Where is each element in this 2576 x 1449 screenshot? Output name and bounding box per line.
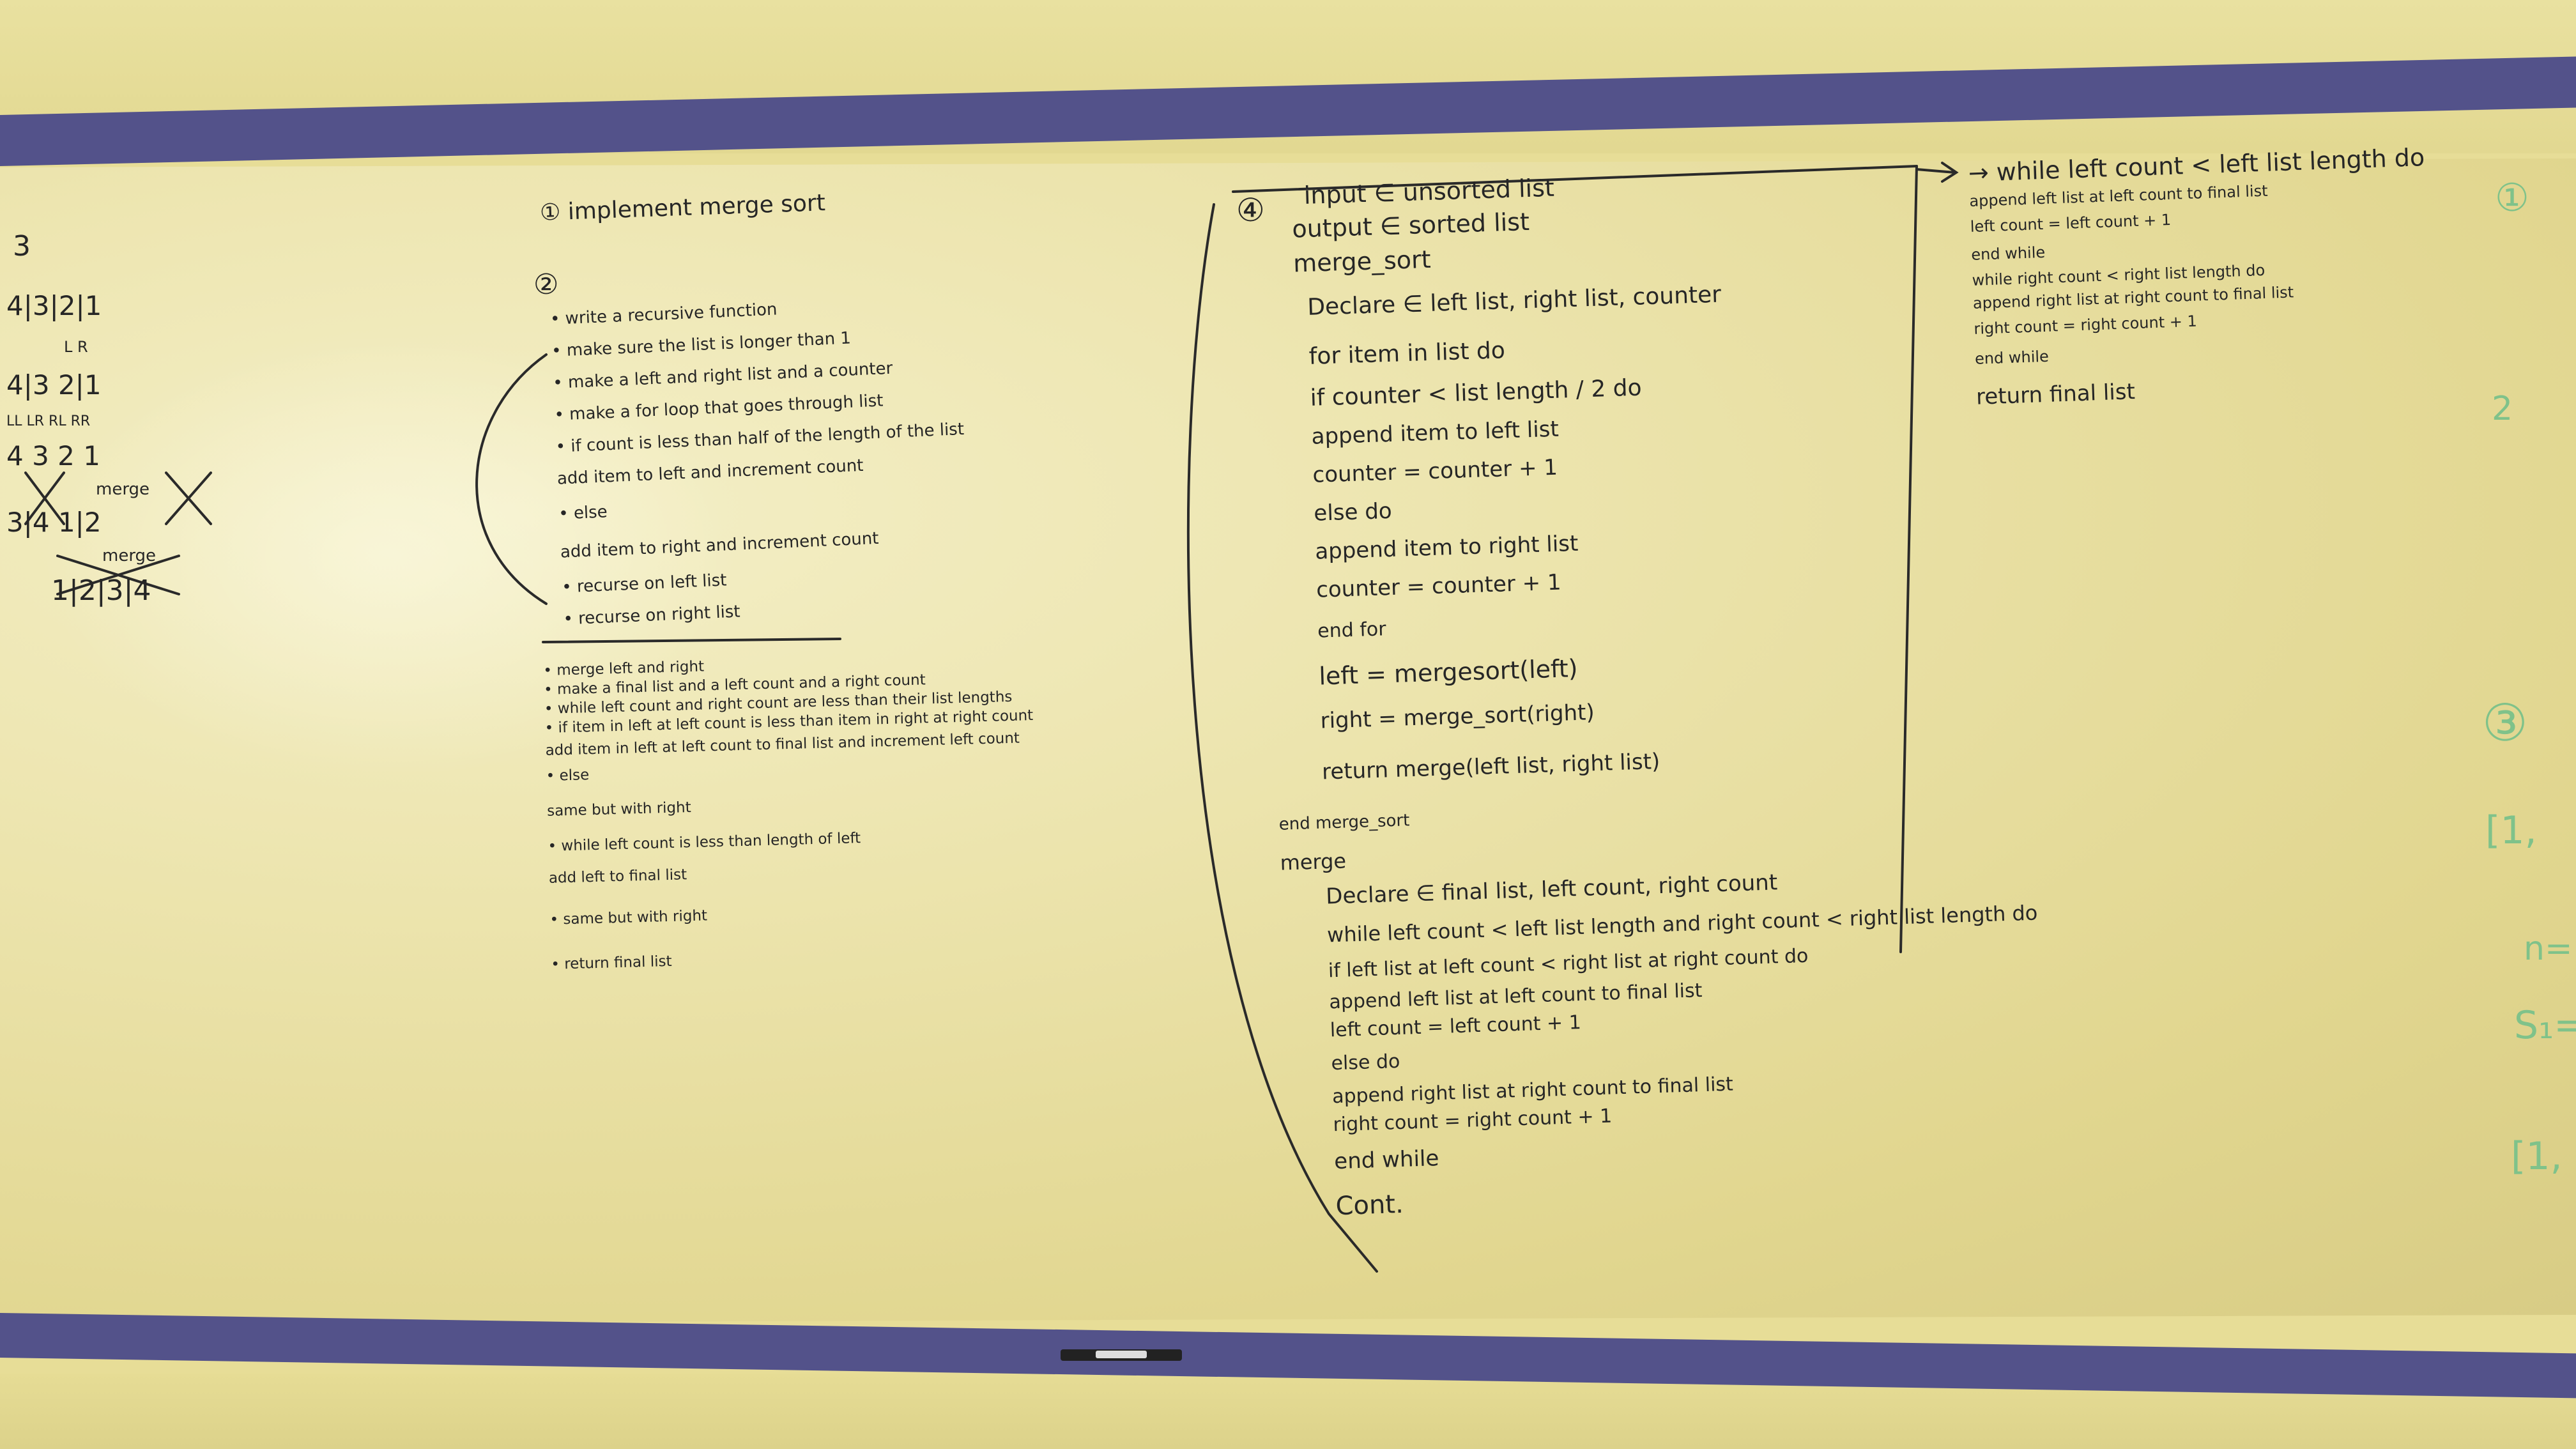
marker-label — [1096, 1351, 1147, 1358]
panel1-merge-list: • merge left and right • make a final li… — [543, 648, 1040, 987]
panel3-label: 3 — [13, 230, 31, 263]
tree-row: merge — [102, 546, 157, 565]
merge-cross-1 — [24, 471, 65, 525]
edge-note: ③ — [2482, 693, 2528, 753]
tree-row: 1|2|3|4 — [51, 574, 151, 607]
panel-continuation: → while left count < left list length do… — [1968, 141, 2434, 420]
merge-cross-2 — [165, 471, 212, 525]
merge-cross-3 — [56, 555, 180, 595]
edge-note: n= — [2524, 930, 2573, 968]
panel4-label: ④ — [1236, 192, 1265, 229]
edge-note: 2 — [2492, 390, 2513, 428]
tree-row: 3|4 1|2 — [6, 507, 102, 538]
tree-row: 4|3|2|1 — [6, 290, 102, 321]
edge-note: [1, — [2485, 808, 2537, 853]
edge-note: [1, — [2511, 1134, 2563, 1179]
light-glare — [38, 332, 741, 779]
edge-note: S₁= — [2514, 1003, 2576, 1048]
edge-note: ① — [2495, 176, 2529, 220]
tree-row: L R — [64, 338, 88, 356]
panel4-top-line — [1232, 165, 1918, 193]
tree-row: 4|3 2|1 — [6, 369, 102, 401]
panel1-step2: ② — [533, 268, 559, 301]
panel3-tree: 4|3|2|1 L R 4|3 2|1 LL LR RL RR 4 3 2 1 … — [6, 281, 156, 613]
loop-arrow — [475, 353, 548, 605]
tree-row: LL LR RL RR — [6, 413, 91, 429]
panel1-list: • write a recursive function • make sure… — [549, 286, 972, 635]
tree-row: 4 3 2 1 — [6, 440, 100, 471]
panel4-bracket — [1186, 203, 1378, 1273]
cont-arrow — [1915, 162, 1959, 183]
panel4-code: input ∈ unsorted list output ∈ sorted li… — [1278, 157, 2047, 1229]
panel4-right-line — [1899, 165, 1918, 953]
divider-line — [542, 638, 841, 643]
tree-row: merge — [96, 480, 150, 499]
